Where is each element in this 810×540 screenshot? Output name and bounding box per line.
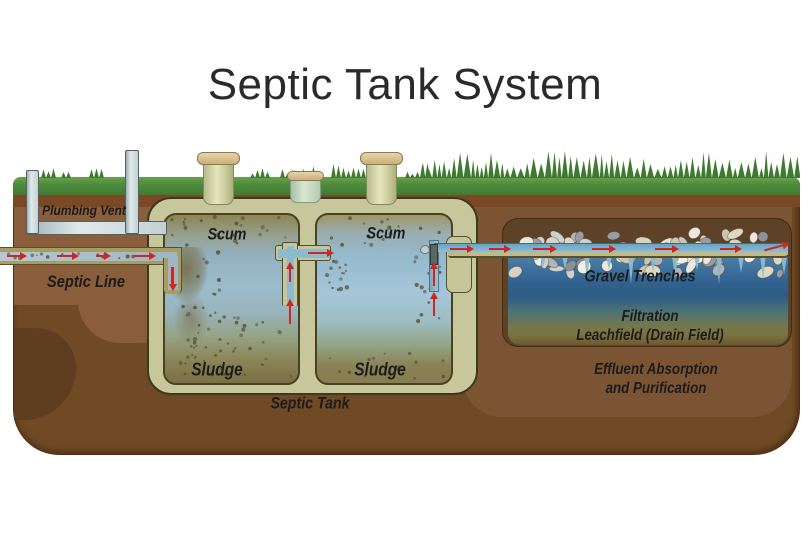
tank-chamber-1: [163, 213, 300, 385]
absorption-label: Effluent Absorption and Purification: [594, 360, 718, 398]
flow-arrow-icon: [133, 252, 156, 260]
riser-2-lid: [287, 171, 324, 181]
chamber2-particles: [325, 216, 445, 380]
riser-1-body: [203, 162, 234, 205]
chamber1-particles: [170, 215, 293, 378]
chamber1-sludge-label: Sludge: [191, 359, 243, 380]
vent-stack: [124, 150, 139, 234]
flow-arrow-icon: [533, 245, 557, 253]
drain-field-label-line1: Filtration: [621, 308, 679, 325]
grass-blades: [13, 151, 800, 178]
chamber1-scum-label: Scum: [207, 225, 247, 244]
leach-pipe-bed: [448, 251, 788, 258]
riser-3-lid: [360, 152, 403, 165]
chamber2-scum-label: Scum: [366, 224, 406, 243]
flow-arrow-icon: [429, 292, 438, 316]
flow-arrow-icon: [655, 245, 679, 253]
flow-arrow-icon: [720, 245, 742, 253]
absorption-label-line1: Effluent Absorption: [594, 361, 718, 378]
tank-chamber-2: [315, 213, 453, 385]
flow-arrow-icon: [592, 245, 616, 253]
riser-1-lid: [197, 152, 240, 165]
vent-pipe-horizontal: [26, 221, 167, 235]
drain-field-label-line2: Leachfield (Drain Field): [576, 327, 724, 344]
transfer-baffle-water-horizontal: [277, 248, 330, 258]
flow-arrow-icon: [286, 262, 295, 282]
riser-2-body: [290, 179, 321, 203]
gravel-trenches-label: Gravel Trenches: [584, 267, 696, 286]
drip-lines: [540, 258, 787, 284]
flow-arrow-icon: [429, 262, 438, 286]
drain-field-label: Filtration Leachfield (Drain Field): [576, 307, 723, 345]
riser-3-body: [366, 162, 397, 205]
flow-arrow-icon: [450, 245, 474, 253]
vent-pipe-left-riser: [26, 170, 39, 234]
flow-arrow-icon: [7, 252, 27, 260]
chamber2-sludge-label: Sludge: [354, 359, 406, 380]
flow-arrow-icon: [286, 299, 295, 324]
page-title: Septic Tank System: [207, 60, 603, 109]
flow-arrow-icon: [96, 252, 111, 260]
absorption-label-line2: and Purification: [605, 380, 707, 397]
flow-arrow-icon: [57, 252, 79, 260]
flow-arrow-icon: [489, 245, 511, 253]
septic-line-label: Septic Line: [47, 272, 125, 291]
plumbing-vent-label: Plumbing Vent: [42, 202, 126, 218]
septic-tank-label: Septic Tank: [270, 394, 350, 413]
flow-arrow-icon: [308, 249, 334, 257]
flow-arrow-icon: [168, 267, 177, 291]
